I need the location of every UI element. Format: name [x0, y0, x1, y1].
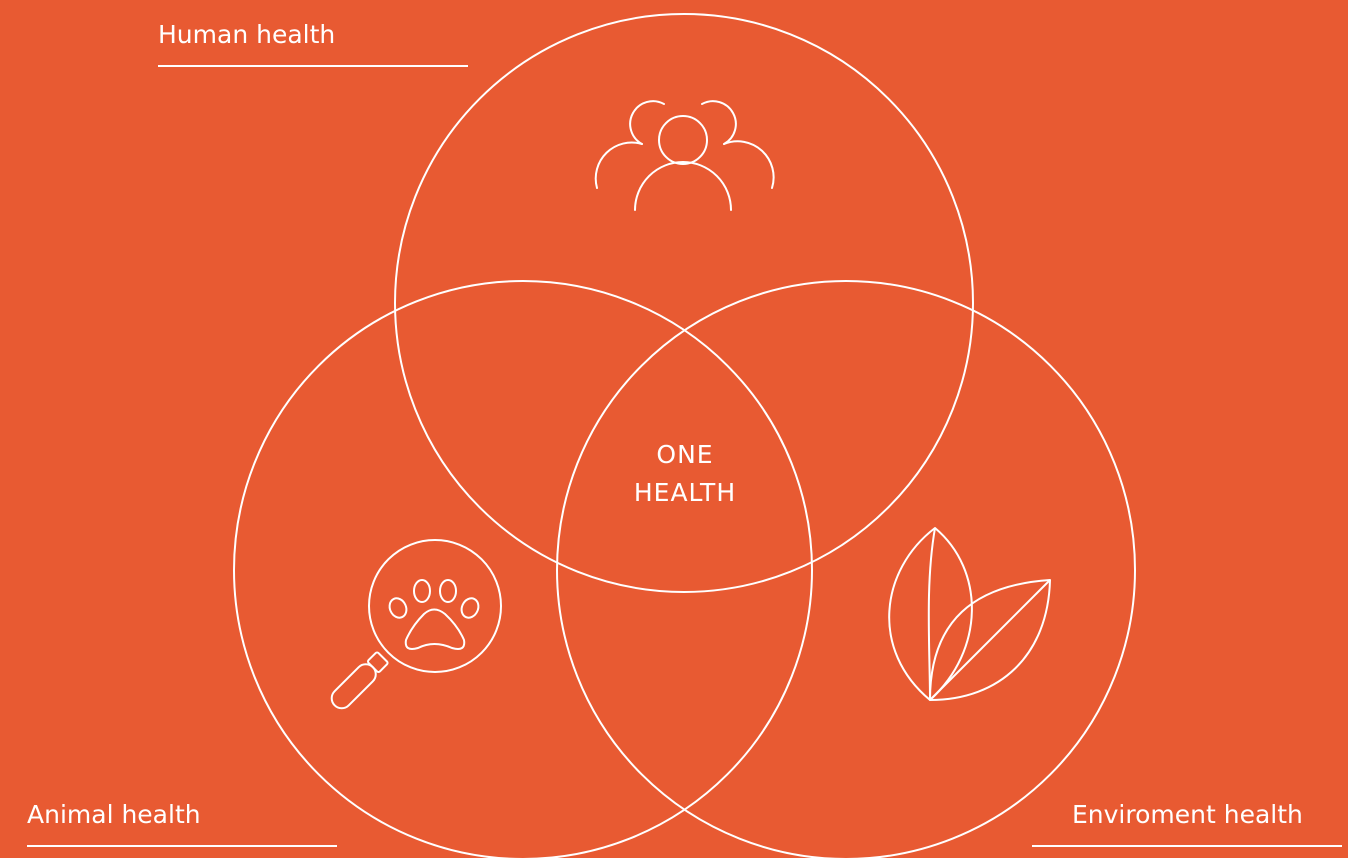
animal-health-underline	[27, 845, 337, 847]
human-health-label: Human health	[158, 20, 336, 49]
human-health-circle	[394, 13, 974, 593]
one-health-line2: HEALTH	[633, 478, 737, 507]
animal-health-label: Animal health	[27, 800, 201, 829]
environment-health-circle	[556, 280, 1136, 858]
paw-magnifier-icon	[330, 539, 502, 710]
human-health-underline	[158, 65, 468, 67]
people-group-icon	[594, 100, 775, 211]
environment-health-label: Enviroment health	[1072, 800, 1303, 829]
one-health-center-label: ONE HEALTH	[585, 436, 785, 512]
environment-health-underline	[1032, 845, 1342, 847]
animal-health-circle	[233, 280, 813, 858]
leaves-icon	[888, 527, 1051, 701]
one-health-line1: ONE	[656, 440, 714, 469]
